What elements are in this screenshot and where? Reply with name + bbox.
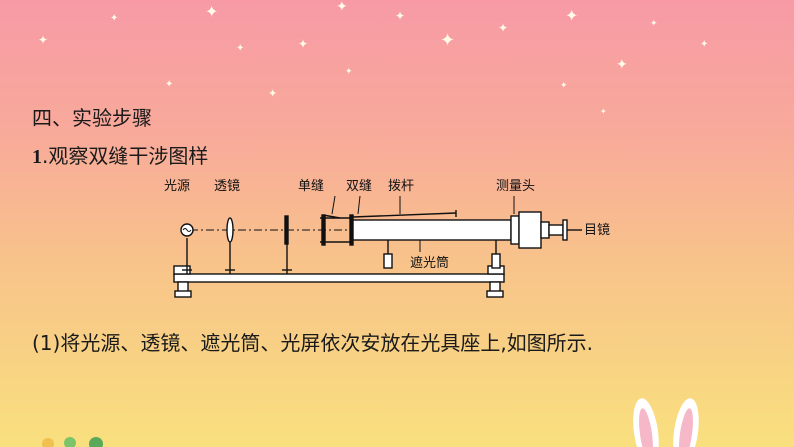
star-icon: ✦ (236, 43, 245, 54)
label-light-source: 光源 (164, 179, 190, 194)
filter-holder (284, 215, 289, 245)
step-1-text: (1)将光源、透镜、遮光筒、光屏依次安放在光具座上,如图所示. (32, 331, 594, 355)
star-icon: ✦ (600, 107, 607, 116)
double-slit-apparatus-diagram: 光源 透镜 单缝 双缝 拨杆 测量头 目镜 遮光筒 (164, 179, 610, 298)
star-icon: ✦ (205, 2, 219, 21)
star-icon: ✦ (298, 37, 309, 51)
bunny-ears-decoration (633, 398, 699, 447)
star-icon: ✦ (498, 21, 509, 35)
sub-heading-text: .观察双缝干涉图样 (42, 144, 209, 168)
star-icon: ✦ (700, 39, 709, 50)
sub-heading-number: 1 (32, 146, 42, 168)
star-icon: ✦ (268, 87, 278, 100)
star-icon: ✦ (110, 13, 119, 24)
label-light-tube: 遮光筒 (410, 255, 449, 271)
bench-foot-left (174, 290, 192, 298)
star-icon: ✦ (440, 30, 456, 51)
star-icon: ✦ (565, 6, 579, 25)
optical-bench-rail (173, 273, 505, 283)
star-icon: ✦ (650, 19, 658, 29)
label-eyepiece: 目镜 (584, 223, 610, 238)
single-slit (321, 214, 326, 246)
eyepiece (548, 224, 564, 236)
lever (352, 212, 457, 218)
label-measuring-head: 测量头 (496, 179, 535, 194)
star-icon: ✦ (38, 33, 49, 47)
star-icon: ✦ (345, 67, 353, 77)
section-heading: 四、实验步骤 (32, 106, 152, 130)
measuring-head (510, 215, 520, 245)
label-lever: 拨杆 (388, 179, 414, 194)
star-icon: ✦ (395, 9, 406, 23)
star-icon: ✦ (616, 57, 628, 73)
star-icon: ✦ (560, 81, 568, 91)
lens (226, 217, 234, 243)
bench-foot-right (486, 290, 504, 298)
sub-heading: 1.观察双缝干涉图样 (32, 140, 208, 169)
label-lens: 透镜 (214, 179, 240, 194)
light-shielding-tube (352, 219, 512, 241)
star-icon: ✦ (165, 79, 174, 90)
label-double-slit: 双缝 (346, 179, 372, 194)
star-icon: ✦ (336, 0, 348, 15)
bottom-left-decoration (42, 437, 103, 447)
label-single-slit: 单缝 (298, 179, 324, 194)
